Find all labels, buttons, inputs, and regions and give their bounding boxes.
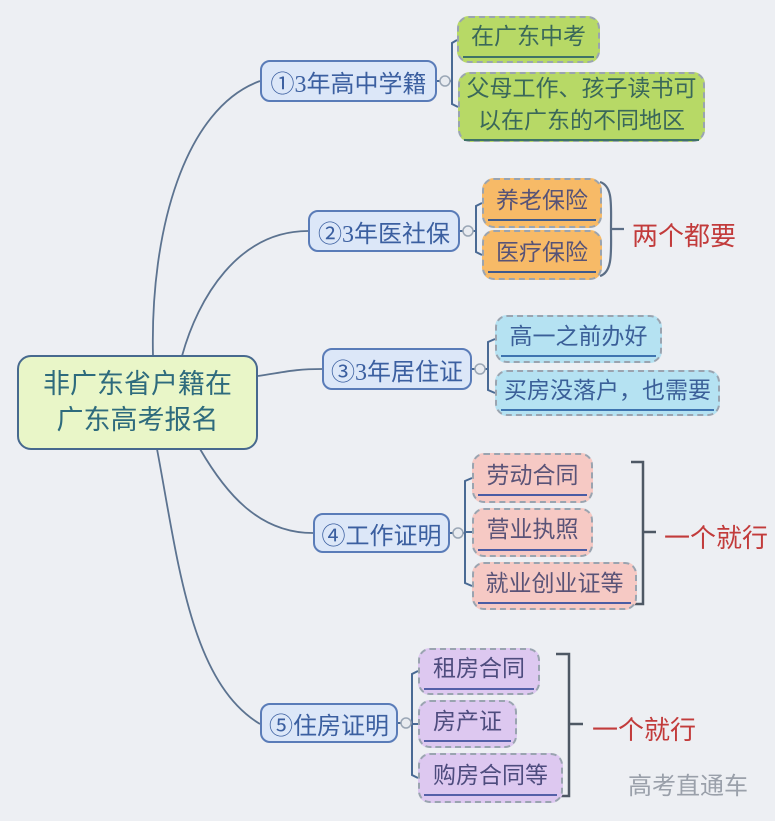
subtopic-label: 父母工作、孩子读书可以在广东的不同地区: [464, 73, 699, 141]
annotation-both-required: 两个都要: [632, 222, 737, 251]
expand-toggle-branch-2[interactable]: [462, 225, 474, 237]
branch-topic-3[interactable]: ③3年居住证: [322, 348, 472, 390]
expand-toggle-branch-1[interactable]: [439, 75, 451, 87]
subtopic-label: 租房合同: [424, 653, 534, 690]
branch-topic-1-label: ①3年高中学籍: [270, 71, 427, 98]
annotation-any-one-works-branch-5: 一个就行: [592, 716, 697, 745]
subtopic-label: 高一之前办好: [501, 321, 656, 358]
subtopic-label: 医疗保险: [488, 237, 596, 274]
subtopic-pension-insurance[interactable]: 养老保险: [482, 178, 602, 228]
branch-topic-4-label: ④工作证明: [321, 523, 442, 550]
edge-root-branch-4: [199, 448, 314, 534]
subtopic-zhongkao-in-guangdong[interactable]: 在广东中考: [457, 16, 600, 63]
subtopic-purchase-contract[interactable]: 购房合同等: [418, 753, 563, 803]
subtopic-rental-contract[interactable]: 租房合同: [418, 648, 540, 695]
subtopic-medical-insurance[interactable]: 医疗保险: [482, 230, 602, 280]
subtopic-business-license[interactable]: 营业执照: [472, 508, 593, 557]
children-connector-branch-1: [437, 39, 459, 108]
branch-topic-1[interactable]: ①3年高中学籍: [260, 60, 437, 102]
subtopic-label: 就业创业证等: [478, 568, 631, 605]
subtopic-parents-work-different-regions[interactable]: 父母工作、孩子读书可以在广东的不同地区: [458, 72, 705, 142]
subtopic-property-certificate[interactable]: 房产证: [418, 700, 517, 748]
subtopic-handle-before-grade10[interactable]: 高一之前办好: [495, 315, 662, 363]
subtopic-label: 营业执照: [478, 514, 587, 551]
subtopic-label: 房产证: [424, 706, 511, 743]
brace-branch-2: [599, 180, 624, 278]
subtopic-label: 买房没落户，也需要: [501, 375, 714, 412]
expand-toggle-branch-3[interactable]: [474, 363, 486, 375]
subtopic-employment-certificate[interactable]: 就业创业证等: [472, 562, 637, 610]
children-connector-branch-4: [450, 477, 473, 587]
branch-topic-5-label: ⑤住房证明: [269, 713, 389, 740]
root-topic[interactable]: 非广东省户籍在 广东高考报名: [17, 355, 258, 450]
root-topic-line1: 非广东省户籍在: [43, 368, 232, 399]
branch-topic-2[interactable]: ②3年医社保: [308, 210, 460, 252]
branch-topic-3-label: ③3年居住证: [331, 359, 463, 386]
subtopic-label: 购房合同等: [424, 760, 557, 797]
branch-topic-5[interactable]: ⑤住房证明: [260, 703, 398, 743]
expand-toggle-branch-5[interactable]: [400, 717, 412, 729]
subtopic-bought-house-still-needed[interactable]: 买房没落户，也需要: [495, 370, 720, 416]
bracket-branch-5: [556, 652, 583, 798]
expand-toggle-branch-4[interactable]: [452, 527, 464, 539]
edge-root-branch-1: [151, 80, 261, 357]
subtopic-label: 养老保险: [488, 185, 596, 222]
edge-root-branch-5: [156, 448, 261, 725]
branch-topic-2-label: ②3年医社保: [318, 221, 450, 248]
bracket-branch-4: [631, 460, 656, 606]
subtopic-label: 劳动合同: [478, 460, 587, 497]
subtopic-labor-contract[interactable]: 劳动合同: [472, 453, 593, 503]
branch-topic-4[interactable]: ④工作证明: [313, 513, 450, 553]
edge-root-branch-3: [257, 368, 323, 377]
annotation-any-one-works-branch-4: 一个就行: [664, 524, 769, 553]
edge-root-branch-2: [181, 230, 309, 357]
root-topic-line2: 广东高考报名: [56, 404, 219, 435]
watermark-gaokao-express: 高考直通车: [628, 773, 748, 800]
subtopic-label: 在广东中考: [463, 21, 594, 58]
